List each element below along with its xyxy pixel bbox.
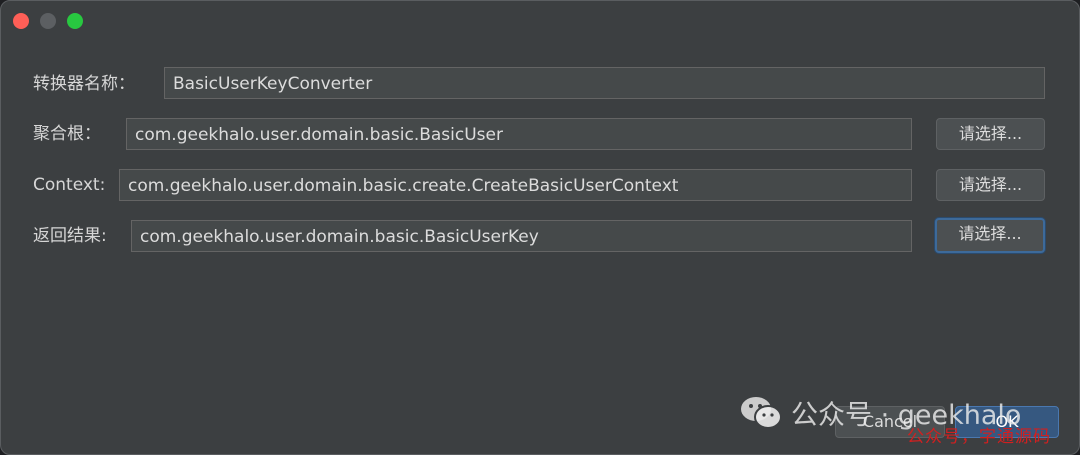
aggregate-root-label: 聚合根： bbox=[33, 124, 101, 144]
cancel-button[interactable]: Cancel bbox=[835, 406, 945, 438]
context-label: Context: bbox=[33, 175, 106, 195]
converter-name-label: 转换器名称： bbox=[33, 74, 135, 94]
return-result-label: 返回结果: bbox=[33, 226, 107, 246]
aggregate-root-choose-button[interactable]: 请选择... bbox=[936, 118, 1045, 150]
watermark: 公众号 · geekhalo bbox=[739, 393, 1021, 432]
context-choose-button[interactable]: 请选择... bbox=[936, 169, 1045, 201]
return-result-choose-button[interactable]: 请选择... bbox=[935, 218, 1045, 253]
minimize-window-button[interactable] bbox=[40, 13, 56, 29]
zoom-window-button[interactable] bbox=[67, 13, 83, 29]
window-controls bbox=[13, 13, 83, 29]
return-result-field[interactable]: com.geekhalo.user.domain.basic.BasicUser… bbox=[131, 220, 912, 252]
aggregate-root-field[interactable]: com.geekhalo.user.domain.basic.BasicUser bbox=[126, 118, 912, 150]
close-window-button[interactable] bbox=[13, 13, 29, 29]
wechat-icon bbox=[741, 396, 782, 429]
ok-button[interactable]: OK bbox=[955, 406, 1059, 438]
watermark-caption: 公众号，字通源码 bbox=[907, 427, 1051, 447]
converter-name-field[interactable]: BasicUserKeyConverter bbox=[164, 67, 1045, 99]
context-field[interactable]: com.geekhalo.user.domain.basic.create.Cr… bbox=[119, 169, 912, 201]
watermark-text: 公众号 · geekhalo bbox=[791, 400, 1022, 431]
